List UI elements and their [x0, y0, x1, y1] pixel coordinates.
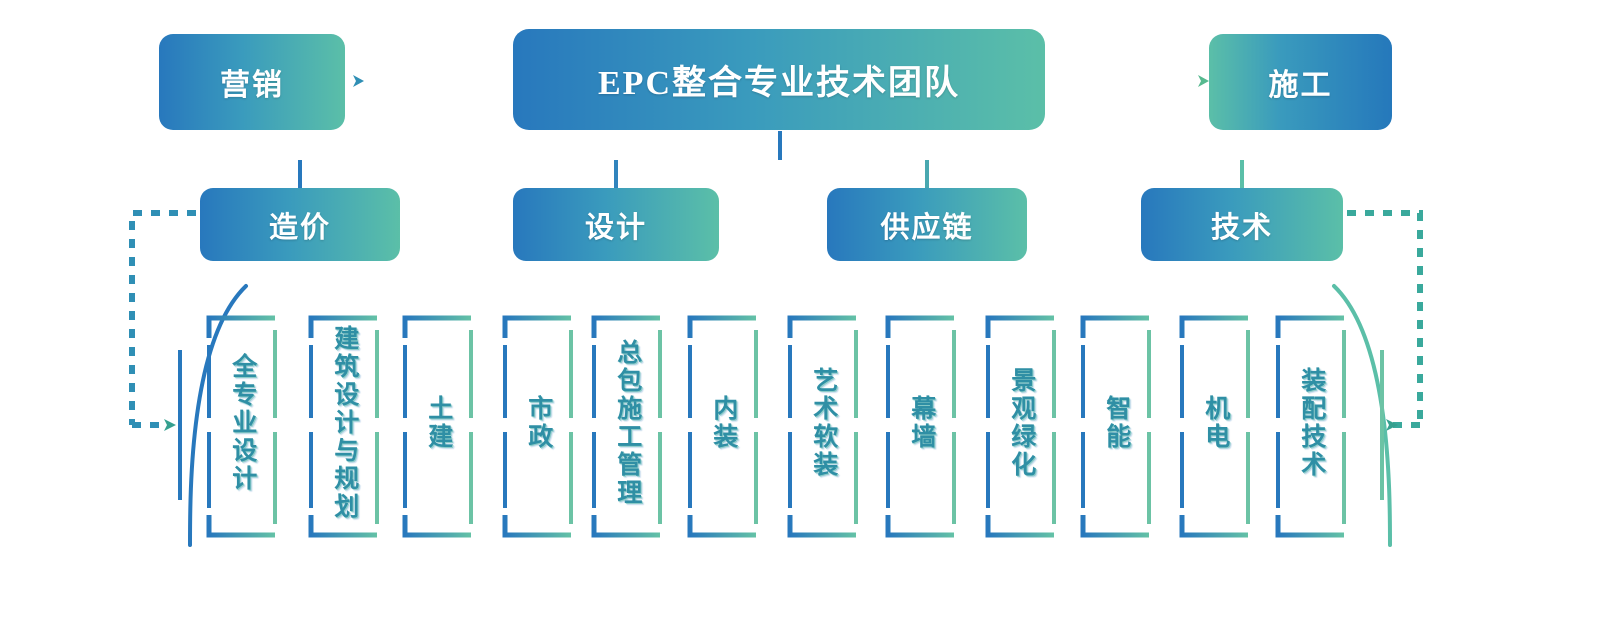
leaf-label: 市政: [524, 395, 552, 451]
leaf-label: 机电: [1201, 395, 1229, 451]
leaf-label: 艺术软装: [809, 367, 837, 479]
leaf-label: 全专业设计: [228, 353, 256, 493]
leaf-frame: [1179, 315, 1250, 538]
leaf-label: 智能: [1102, 395, 1130, 451]
leaf-node-prefab-technology[interactable]: 装配技术: [1278, 312, 1344, 534]
leaf-frames: [178, 315, 1384, 538]
leaf-frame: [502, 315, 573, 538]
leaf-label: 土建: [424, 395, 452, 451]
leaf-label: 总包施工管理: [613, 339, 641, 507]
side-node-construction[interactable]: 施工: [1209, 34, 1392, 130]
leaf-frame: [1080, 315, 1151, 538]
leaf-frame: [308, 315, 379, 538]
leaf-node-art-soft-decoration[interactable]: 艺术软装: [790, 312, 856, 534]
leaf-frame: [402, 315, 473, 538]
leaf-label: 幕墙: [907, 395, 935, 451]
leaf-frame: [178, 315, 277, 538]
leaf-frame: [1275, 315, 1384, 538]
leaf-node-civil-works[interactable]: 土建: [405, 312, 471, 534]
level2-node-design[interactable]: 设计: [513, 188, 719, 261]
leaf-node-arch-design-planning[interactable]: 建筑设计与规划: [311, 312, 377, 534]
leaf-node-mep[interactable]: 机电: [1182, 312, 1248, 534]
level2-node-technology[interactable]: 技术: [1141, 188, 1343, 261]
leaf-node-municipal[interactable]: 市政: [505, 312, 571, 534]
level2-node-supplychain[interactable]: 供应链: [827, 188, 1027, 261]
leaf-node-curtain-wall[interactable]: 幕墙: [888, 312, 954, 534]
leaf-label: 景观绿化: [1007, 367, 1035, 479]
leaf-frame: [787, 315, 858, 538]
leaf-node-landscape-greening[interactable]: 景观绿化: [988, 312, 1054, 534]
leaf-label: 建筑设计与规划: [330, 325, 358, 521]
leaf-node-full-discipline-design[interactable]: 全专业设计: [209, 312, 275, 534]
leaf-frame: [885, 315, 956, 538]
level2-node-cost[interactable]: 造价: [200, 188, 400, 261]
leaf-node-general-contract-mgmt[interactable]: 总包施工管理: [594, 312, 660, 534]
root-node-epc-team[interactable]: EPC整合专业技术团队: [513, 29, 1045, 130]
feedback-bracket-left: [129, 210, 196, 431]
leaf-node-intelligent-systems[interactable]: 智能: [1083, 312, 1149, 534]
leaf-label: 装配技术: [1297, 367, 1325, 479]
leaf-frame: [985, 315, 1056, 538]
leaf-frame: [687, 315, 758, 538]
leaf-label: 内装: [709, 395, 737, 451]
feedback-bracket-right: [1347, 210, 1423, 431]
leaf-frame: [591, 315, 662, 538]
side-node-marketing[interactable]: 营销: [159, 34, 345, 130]
leaf-node-interior-fitout[interactable]: 内装: [690, 312, 756, 534]
